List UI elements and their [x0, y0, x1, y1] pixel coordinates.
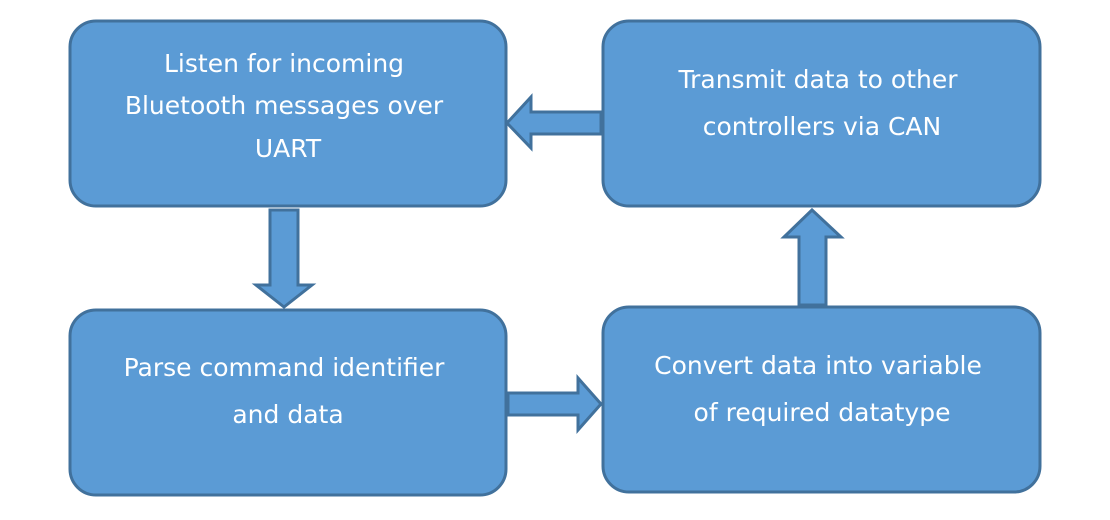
- node-convert-data: Convert data into variable of required d…: [601, 305, 1042, 494]
- node-convert-line-1: Convert data into variable: [654, 351, 982, 380]
- node-transmit-line-2: controllers via CAN: [703, 112, 942, 141]
- node-listen-line-2: Bluetooth messages over: [125, 91, 444, 120]
- arrow-transmit-to-listen: [504, 93, 603, 152]
- arrow-listen-to-parse: [251, 208, 317, 309]
- node-convert-data-label: Convert data into variable of required d…: [654, 351, 990, 427]
- node-convert-line-2: of required datatype: [694, 398, 951, 427]
- node-listen-bluetooth: Listen for incoming Bluetooth messages o…: [68, 19, 508, 208]
- node-transmit-can-box: [601, 19, 1042, 208]
- node-listen-line-1: Listen for incoming: [164, 49, 404, 78]
- node-parse-command-box: [68, 308, 508, 497]
- arrow-convert-to-transmit: [780, 207, 845, 307]
- node-parse-command: Parse command identifier and data: [68, 308, 508, 497]
- node-listen-line-3: UART: [255, 134, 322, 163]
- node-transmit-line-1: Transmit data to other: [678, 65, 959, 94]
- arrow-parse-to-convert: [506, 374, 604, 434]
- node-parse-line-1: Parse command identifier: [124, 353, 446, 382]
- node-listen-bluetooth-label: Listen for incoming Bluetooth messages o…: [125, 49, 451, 163]
- node-transmit-can: Transmit data to other controllers via C…: [601, 19, 1042, 208]
- node-parse-command-label: Parse command identifier and data: [124, 353, 453, 429]
- node-listen-bluetooth-box: [68, 19, 508, 208]
- node-parse-line-2: and data: [232, 400, 343, 429]
- node-convert-data-box: [601, 305, 1042, 494]
- node-transmit-can-label: Transmit data to other controllers via C…: [678, 65, 966, 141]
